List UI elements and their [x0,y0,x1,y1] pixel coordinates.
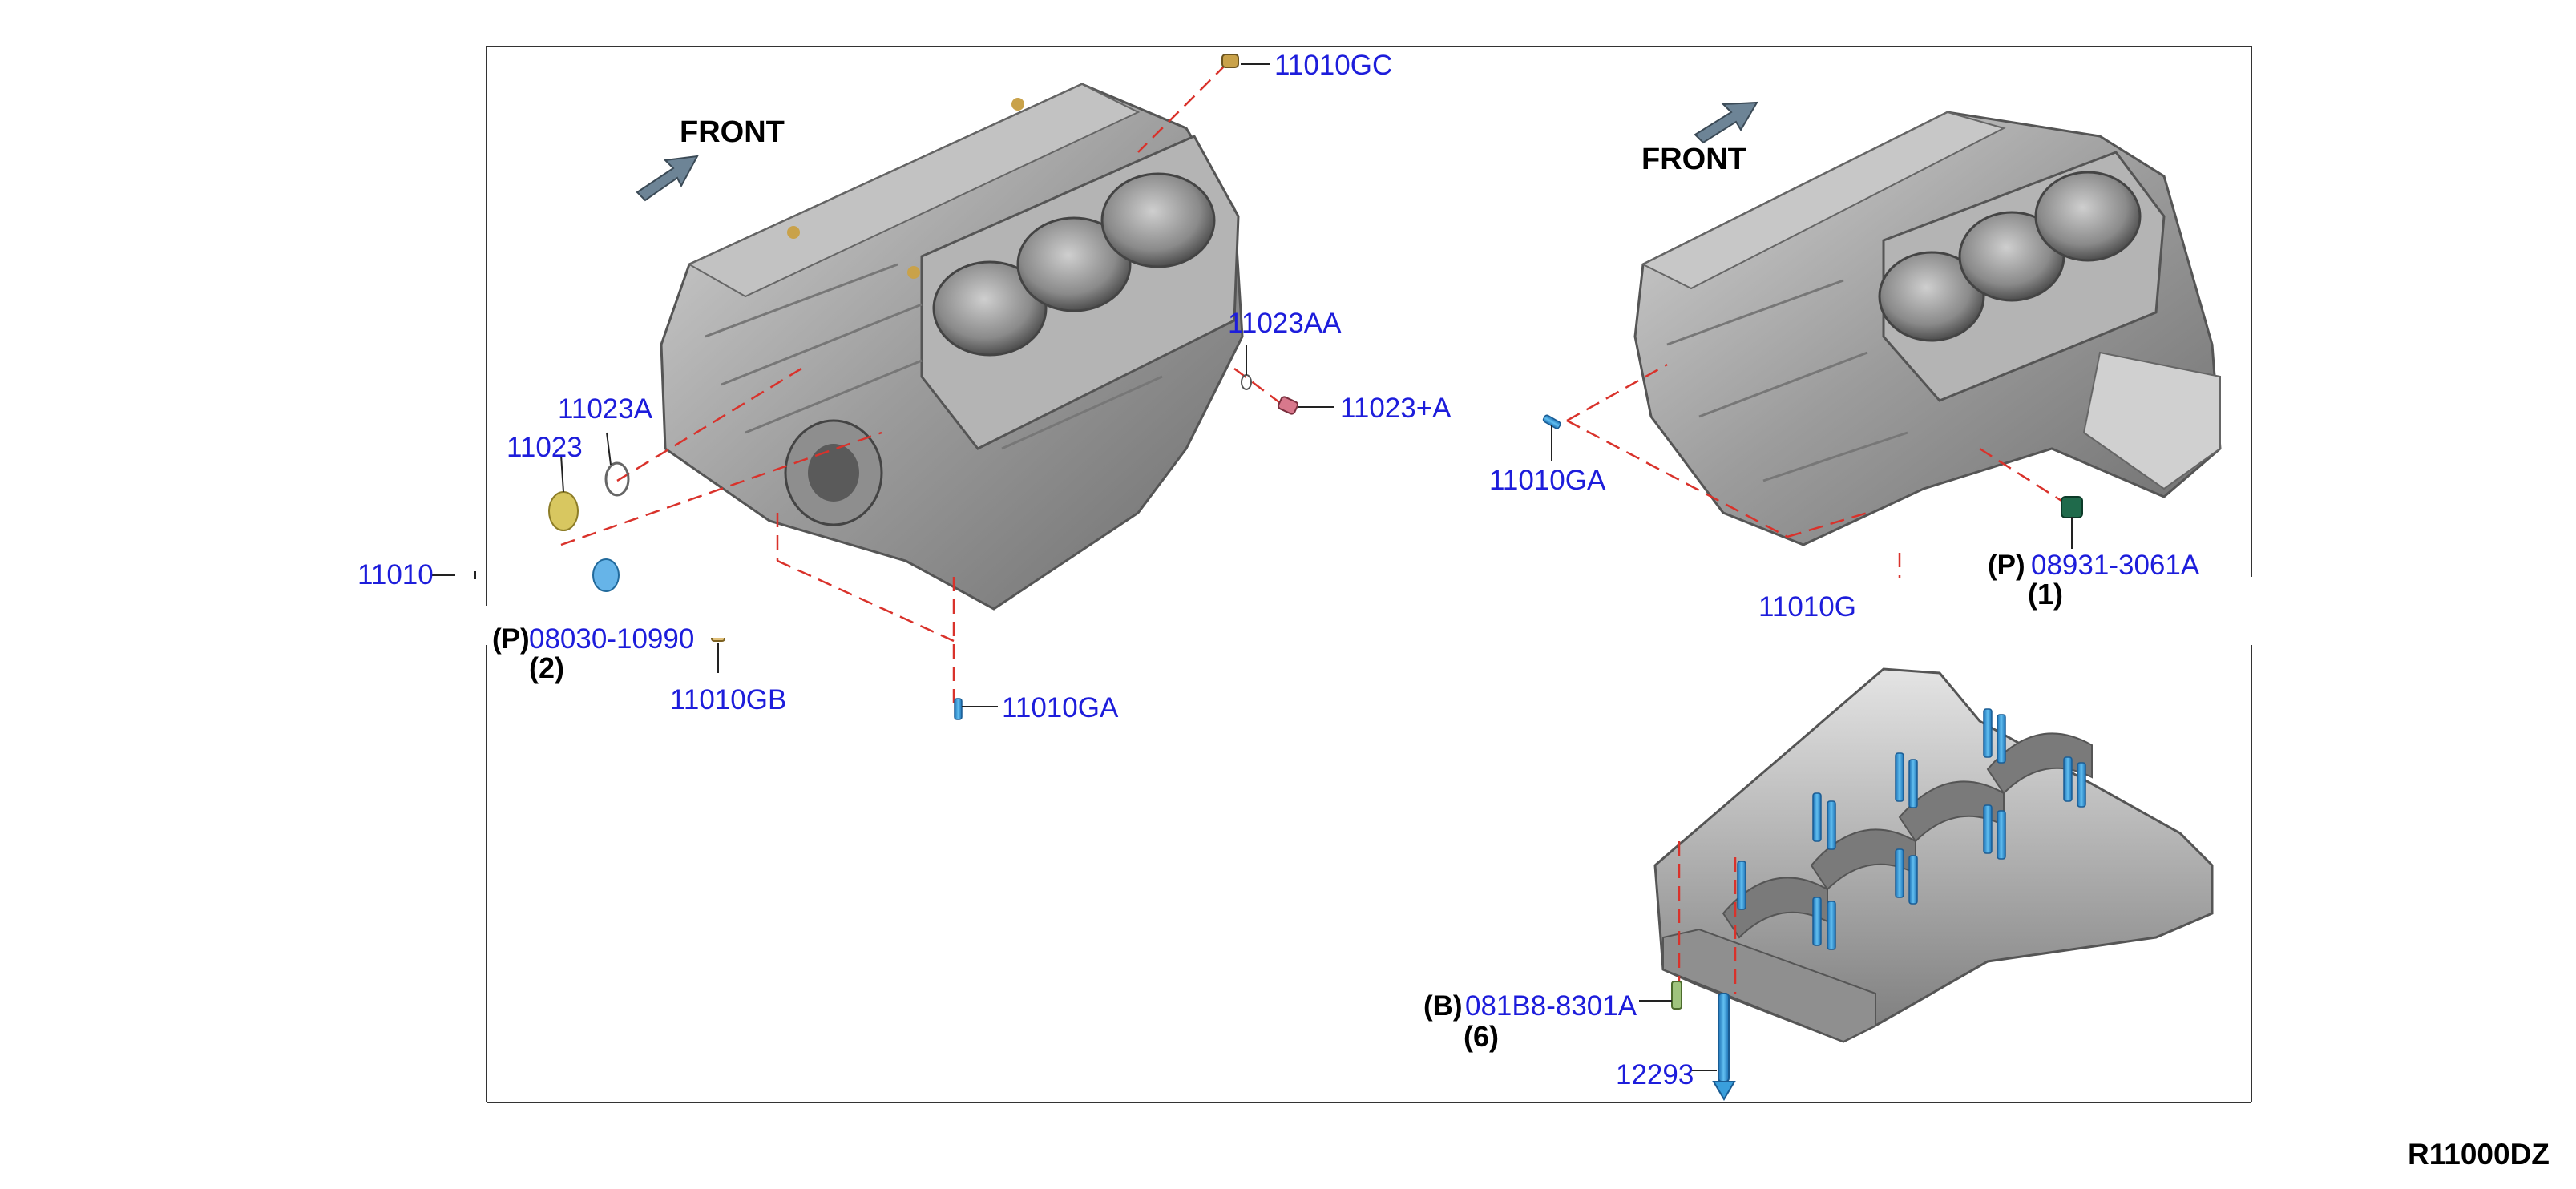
callout-11010gb[interactable]: 11010GB [670,684,787,715]
diagram-code: R11000DZ [2408,1138,2550,1171]
diagram-frame [486,46,2252,1103]
qty-bottom: (6) [1464,1020,1499,1053]
part-11023a-icon [604,461,630,497]
prefix-p-right: (P) [1988,550,2025,581]
part-plug-blue-icon [592,558,620,592]
part-11010gc-icon [1221,54,1239,68]
crankcase-bedplate [1653,667,2214,1043]
engine-block-left [660,83,1244,611]
front-arrow-right-icon [1694,101,1758,144]
callout-lines [431,63,2073,1071]
part-11023aa-icon [1241,374,1252,390]
front-label-left: FRONT [680,115,785,149]
qty-right: (1) [2028,578,2063,611]
engine-block-right [1633,111,2222,546]
callout-11010[interactable]: 11010 [357,559,434,590]
callout-11010g[interactable]: 11010G [1758,591,1856,623]
part-11023-icon [548,491,579,531]
callout-0803x[interactable]: 08030-10990 [529,623,695,655]
part-11010ga-left-icon [954,698,963,720]
callout-11010gc[interactable]: 11010GC [1274,50,1393,81]
front-label-right: FRONT [1641,143,1746,176]
leader-lines [560,63,2069,994]
callout-11023aa[interactable]: 11023AA [1228,308,1342,339]
part-081b8-icon [1671,981,1682,1010]
part-08931-icon [2061,496,2083,518]
prefix-p-left: (P) [492,623,530,655]
callout-081b8[interactable]: 081B8-8301A [1465,990,1637,1022]
callout-11010ga-right[interactable]: 11010GA [1489,465,1606,496]
callout-11023plus-a[interactable]: 11023+A [1340,393,1452,424]
callout-08931[interactable]: 08931-3061A [2031,550,2200,581]
prefix-b: (B) [1423,990,1463,1022]
clip-mask-right [1731,578,2576,644]
clip-mask-left [473,606,753,638]
callout-11010ga-left[interactable]: 11010GA [1002,692,1119,723]
callout-12293[interactable]: 12293 [1616,1059,1694,1090]
part-11010ga-right-icon [1542,414,1561,429]
qty-left: (2) [529,651,564,684]
part-11023plus-a-icon [1277,396,1299,415]
callout-11023a[interactable]: 11023A [558,393,653,425]
callout-11023[interactable]: 11023 [507,432,583,463]
front-arrow-left-icon [636,155,699,202]
part-12293-icon [1712,993,1736,1101]
